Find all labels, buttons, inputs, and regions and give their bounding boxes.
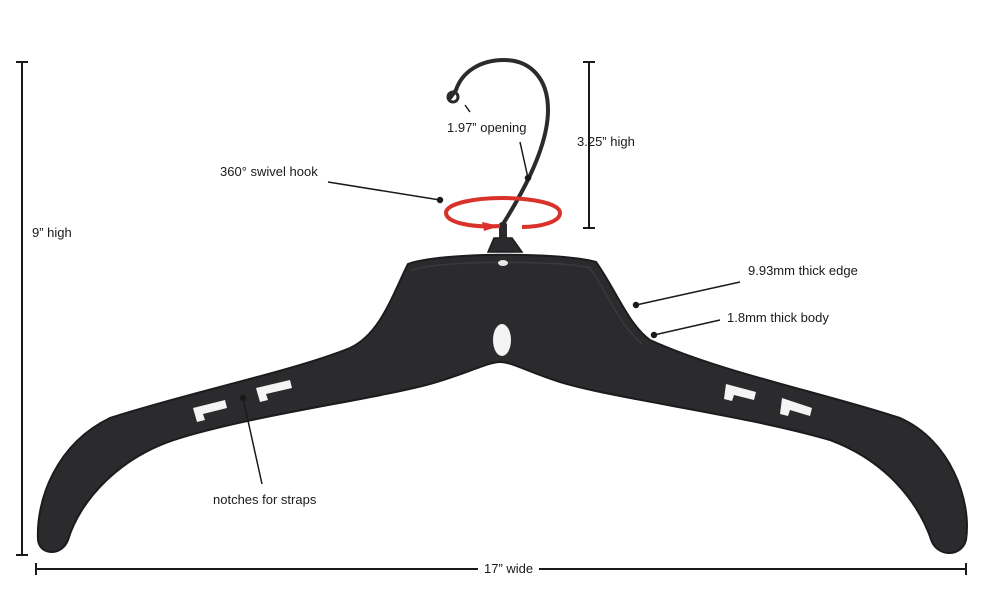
total-height-label: 9” high (32, 225, 72, 240)
hook-tip (446, 90, 460, 104)
total-width-label: 17” wide (478, 561, 540, 577)
top-hole (498, 260, 508, 266)
hook-height-label: 3.25” high (577, 134, 635, 149)
hook-opening-label: 1.97” opening (447, 120, 527, 135)
hook-neck (499, 222, 507, 240)
leader-lines (239, 104, 741, 485)
right-strap-notches (724, 384, 812, 416)
edge-thickness-label: 9.93mm thick edge (748, 263, 858, 278)
hanger-body (36, 253, 968, 554)
center-hole (493, 324, 511, 356)
strap-notches-label: notches for straps (213, 492, 317, 507)
hanger-edge-highlight (411, 261, 643, 345)
swivel-hook-label: 360° swivel hook (220, 164, 318, 179)
left-strap-notches (193, 380, 292, 422)
swivel-arrow (443, 195, 563, 231)
body-thickness-label: 1.8mm thick body (727, 310, 829, 325)
hook-base (486, 237, 524, 253)
